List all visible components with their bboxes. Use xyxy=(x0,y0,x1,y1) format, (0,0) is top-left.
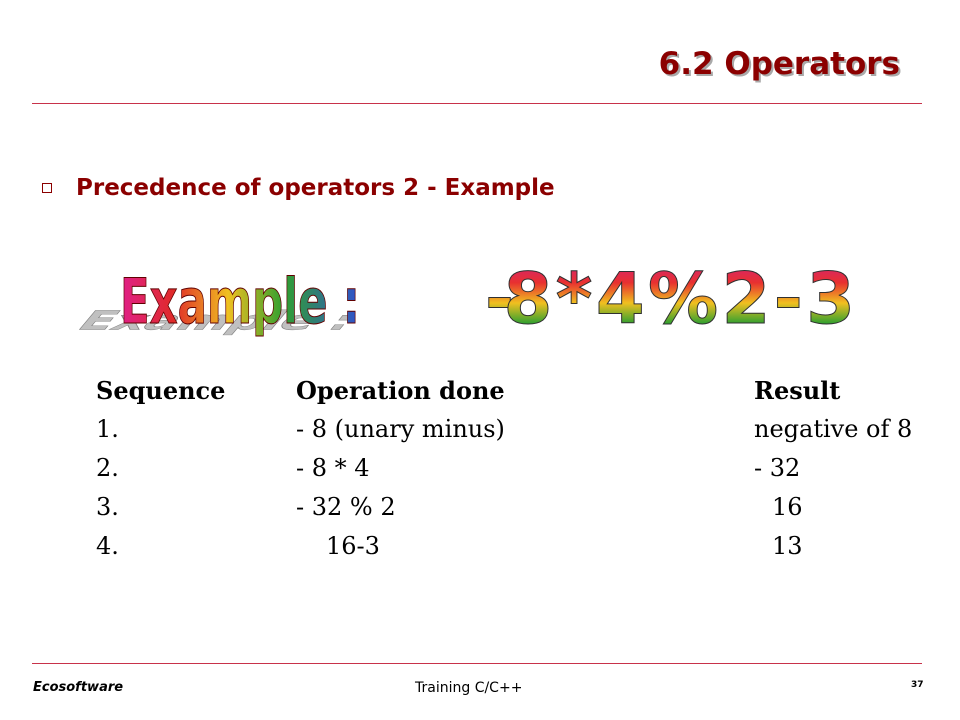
cell-operation: 16-3 xyxy=(326,532,380,560)
square-bullet-icon xyxy=(42,183,52,193)
cell-operation: - 32 % 2 xyxy=(296,493,396,521)
wordart-expression: -8 * 4 % 2 - 3 xyxy=(485,258,855,340)
table-row: 4. 16-3 13 xyxy=(96,532,936,571)
slide-title: 6.2 Operators xyxy=(658,46,900,82)
cell-sequence: 1. xyxy=(96,415,119,443)
bullet-item: Precedence of operators 2 - Example xyxy=(42,172,555,204)
cell-sequence: 4. xyxy=(96,532,119,560)
table-row: 1. - 8 (unary minus) negative of 8 xyxy=(96,415,936,454)
footer-course: Training C/C++ xyxy=(415,680,523,696)
table-row: 2. - 8 * 4 - 32 xyxy=(96,454,936,493)
cell-result: - 32 xyxy=(754,454,801,482)
cell-result: 16 xyxy=(772,493,803,521)
wordart-label: Example : xyxy=(120,265,360,338)
table-row: 3. - 32 % 2 16 xyxy=(96,493,936,532)
cell-result: negative of 8 xyxy=(754,415,913,443)
page-number: 37 xyxy=(911,680,924,690)
header-sequence: Sequence xyxy=(96,376,226,405)
cell-sequence: 2. xyxy=(96,454,119,482)
wordart-label-shadow: Example : xyxy=(70,306,365,336)
table-header-row: Sequence Operation done Result xyxy=(96,376,936,415)
footer-company: Ecosoftware xyxy=(33,680,124,695)
bullet-text: Precedence of operators 2 - Example xyxy=(76,175,555,201)
header-result: Result xyxy=(754,376,841,405)
wordart-banner: Example : Example : -8 * 4 % 2 - 3 xyxy=(70,258,856,341)
cell-sequence: 3. xyxy=(96,493,119,521)
footer-divider xyxy=(32,663,922,664)
cell-operation: - 8 (unary minus) xyxy=(296,415,505,443)
sequence-table: Sequence Operation done Result 1. - 8 (u… xyxy=(96,376,936,571)
header-operation: Operation done xyxy=(296,376,505,405)
cell-operation: - 8 * 4 xyxy=(296,454,370,482)
cell-result: 13 xyxy=(772,532,803,560)
title-divider xyxy=(32,103,922,104)
